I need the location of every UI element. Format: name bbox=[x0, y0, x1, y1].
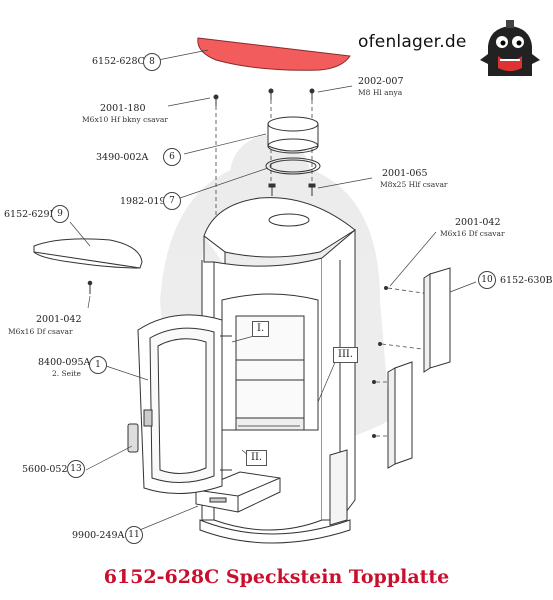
part-code-ash-drawer: 9900-249A bbox=[72, 530, 125, 541]
part-code-flue-collar: 3490-002A bbox=[96, 152, 149, 163]
callout-number-door: 1 bbox=[89, 356, 107, 374]
gasket-ring bbox=[265, 157, 321, 175]
side-top-plate bbox=[33, 238, 143, 269]
section-label-iii: III. bbox=[333, 347, 359, 363]
part-desc-collar-bolt: M8x25 Hlf csavar bbox=[380, 180, 448, 189]
callout-number-ash-drawer: 11 bbox=[125, 526, 143, 544]
side-stone-upper bbox=[423, 267, 451, 373]
callout-number-top-plate: 8 bbox=[143, 53, 161, 71]
part-code-door: 8400-095A bbox=[38, 357, 91, 368]
part-desc-side-plate-screw: M6x16 Df csavar bbox=[8, 327, 73, 336]
flue-collar bbox=[267, 116, 319, 154]
top-plate-highlighted bbox=[197, 37, 351, 71]
door-handle bbox=[127, 423, 139, 453]
side-plate-screw bbox=[87, 280, 93, 294]
brand-name: ofenlager.de bbox=[358, 32, 467, 52]
section-label-ii: II. bbox=[246, 450, 268, 466]
part-code-bolt: 2001-180 bbox=[100, 103, 146, 114]
part-code-side-top-plate: 6152-629B bbox=[4, 209, 57, 220]
part-code-side-plate-screw: 2001-042 bbox=[36, 314, 82, 325]
part-code-side-stone: 6152-630B bbox=[500, 275, 553, 286]
part-desc-door: 2. Seite bbox=[52, 369, 81, 378]
firebox bbox=[221, 293, 319, 431]
stove-mascot-icon bbox=[480, 20, 540, 76]
part-code-nut: 2002-007 bbox=[358, 76, 404, 87]
side-screws bbox=[372, 286, 388, 438]
part-desc-bolt: M6x10 Hf bkny csavar bbox=[82, 115, 168, 124]
part-desc-side-stone-screw: M6x16 Df csavar bbox=[440, 229, 505, 238]
callout-number-gasket: 7 bbox=[163, 192, 181, 210]
callout-number-side-stone: 10 bbox=[478, 271, 496, 289]
mid-screws bbox=[268, 183, 316, 196]
part-desc-nut: M8 Hl anya bbox=[358, 88, 403, 97]
part-code-top-plate: 6152-628C bbox=[92, 56, 145, 67]
section-label-i: I. bbox=[252, 321, 270, 337]
part-code-collar-bolt: 2001-065 bbox=[382, 168, 428, 179]
callout-number-side-top-plate: 9 bbox=[51, 205, 69, 223]
grate bbox=[238, 425, 300, 431]
part-code-side-stone-screw: 2001-042 bbox=[455, 217, 501, 228]
part-caption: 6152-628C Speckstein Topplatte bbox=[103, 566, 450, 588]
callout-number-flue-collar: 6 bbox=[163, 148, 181, 166]
callout-number-handle: 13 bbox=[67, 460, 85, 478]
part-code-gasket: 1982-019 bbox=[120, 196, 166, 207]
stove-door bbox=[137, 314, 232, 495]
side-stone-lower bbox=[387, 361, 413, 469]
part-code-handle: 5600-052 bbox=[22, 464, 68, 475]
brand-logo: ofenlager.de bbox=[358, 20, 548, 78]
top-screws bbox=[213, 88, 315, 106]
leader-lines bbox=[69, 49, 477, 535]
